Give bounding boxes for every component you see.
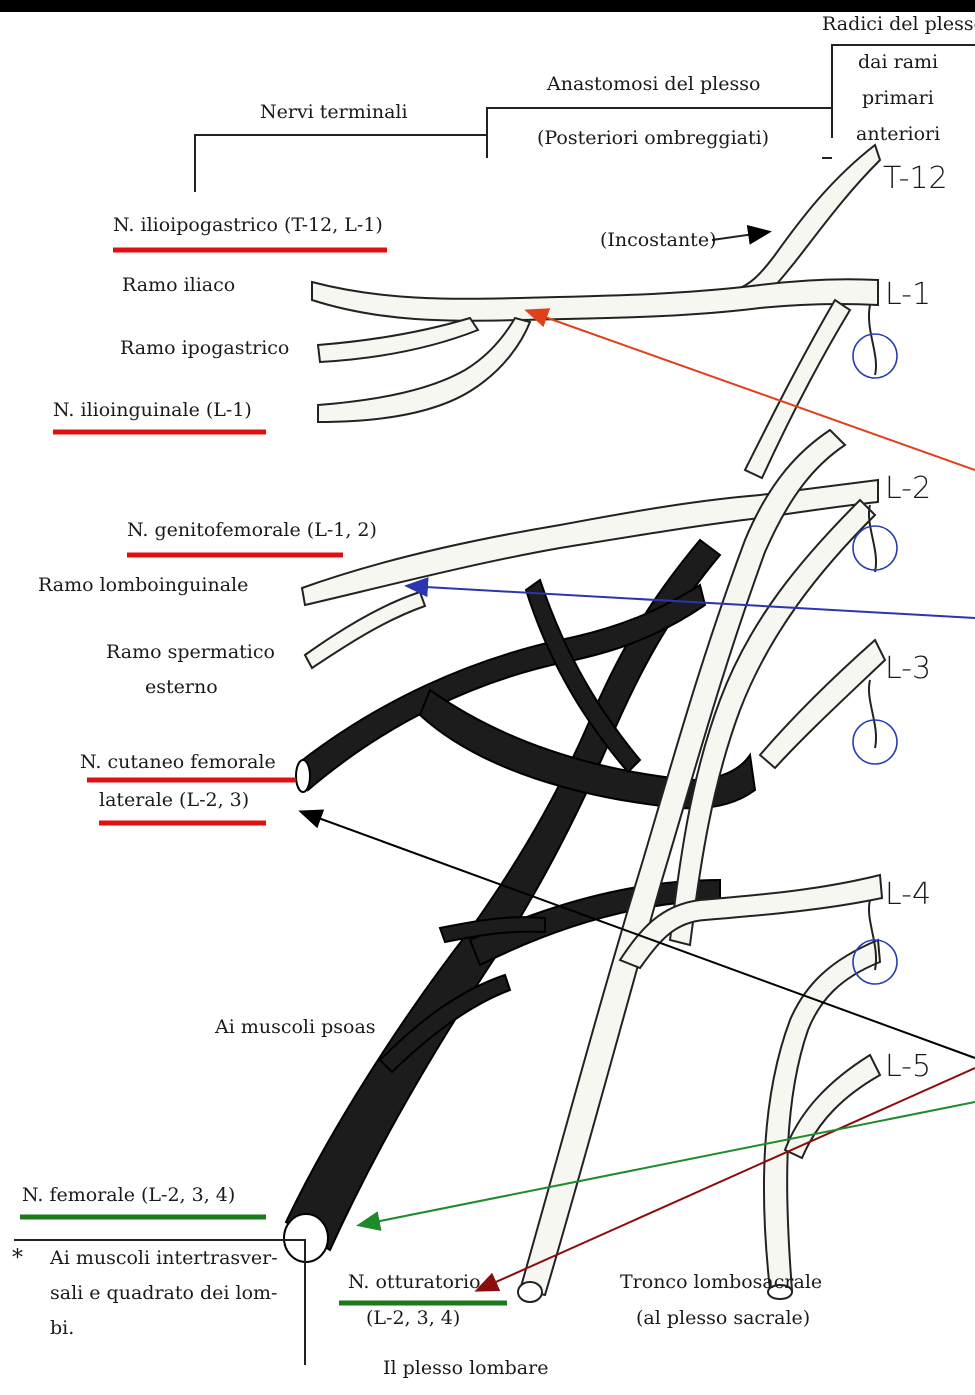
label-otturatorio-2: (L-2, 3, 4) — [366, 1308, 460, 1330]
label-tronco-1: Tronco lombosacrale — [620, 1272, 822, 1294]
ramo-spermatico — [305, 592, 425, 668]
l3-root — [760, 640, 885, 768]
iliohypogastric-nerve — [312, 279, 878, 321]
arrow-green — [360, 1102, 975, 1225]
label-otturatorio-1: N. otturatorio — [348, 1272, 481, 1294]
header-roots-line2: dai rami — [858, 52, 938, 74]
label-cutaneo-1: N. cutaneo femorale — [80, 752, 276, 774]
header-roots-line3: primari — [862, 88, 934, 110]
header-terminal-nerves: Nervi terminali — [260, 102, 408, 124]
l5-root — [785, 1055, 880, 1158]
header-anastomosi-line2: (Posteriori ombreggiati) — [537, 128, 769, 150]
incostante-pointer — [712, 232, 768, 240]
root-label-t12: T-12 — [883, 162, 948, 197]
ramo-ipogastrico — [318, 318, 478, 362]
header-roots-line1: Radici del plesso — [822, 14, 975, 36]
label-ramo-iliaco: Ramo iliaco — [122, 275, 235, 297]
footnote-line2: sali e quadrato dei lom- — [50, 1283, 277, 1305]
label-ilioipogastrico: N. ilioipogastrico (T-12, L-1) — [113, 215, 383, 237]
label-genitofemorale: N. genitofemorale (L-1, 2) — [127, 520, 377, 542]
cutaneous-cut-end — [296, 760, 310, 792]
label-ramo-spermatico-1: Ramo spermatico — [106, 642, 275, 664]
footnote-line3: bi. — [50, 1318, 74, 1340]
root-label-l5: L-5 — [885, 1050, 931, 1085]
label-cutaneo-2: laterale (L-2, 3) — [99, 790, 249, 812]
label-incostante: (Incostante) — [600, 230, 716, 252]
label-ramo-spermatico-2: esterno — [145, 677, 218, 699]
root-label-l4: L-4 — [885, 878, 931, 913]
footnote-line1: Ai muscoli intertrasver- — [50, 1248, 278, 1270]
label-ilioinguinale: N. ilioinguinale (L-1) — [53, 400, 252, 422]
label-tronco-2: (al plesso sacrale) — [636, 1308, 810, 1330]
label-ramo-ipogastrico: Ramo ipogastrico — [120, 338, 289, 360]
caption: Il plesso lombare — [383, 1358, 548, 1380]
label-ramo-lomboinguinale: Ramo lomboinguinale — [38, 575, 248, 597]
root-label-l3: L-3 — [885, 652, 931, 687]
label-femorale: N. femorale (L-2, 3, 4) — [22, 1185, 235, 1207]
footnote-star: * — [12, 1246, 23, 1271]
intertransverse-branches — [869, 305, 876, 970]
header-roots-line4: anteriori — [856, 124, 940, 146]
arrow-orange — [528, 311, 975, 470]
obturator-cut-end — [518, 1282, 542, 1302]
header-anastomosi-line1: Anastomosi del plesso — [547, 74, 760, 96]
label-psoas: Ai muscoli psoas — [215, 1017, 376, 1039]
root-label-l1: L-1 — [885, 278, 931, 313]
root-label-l2: L-2 — [885, 472, 931, 507]
